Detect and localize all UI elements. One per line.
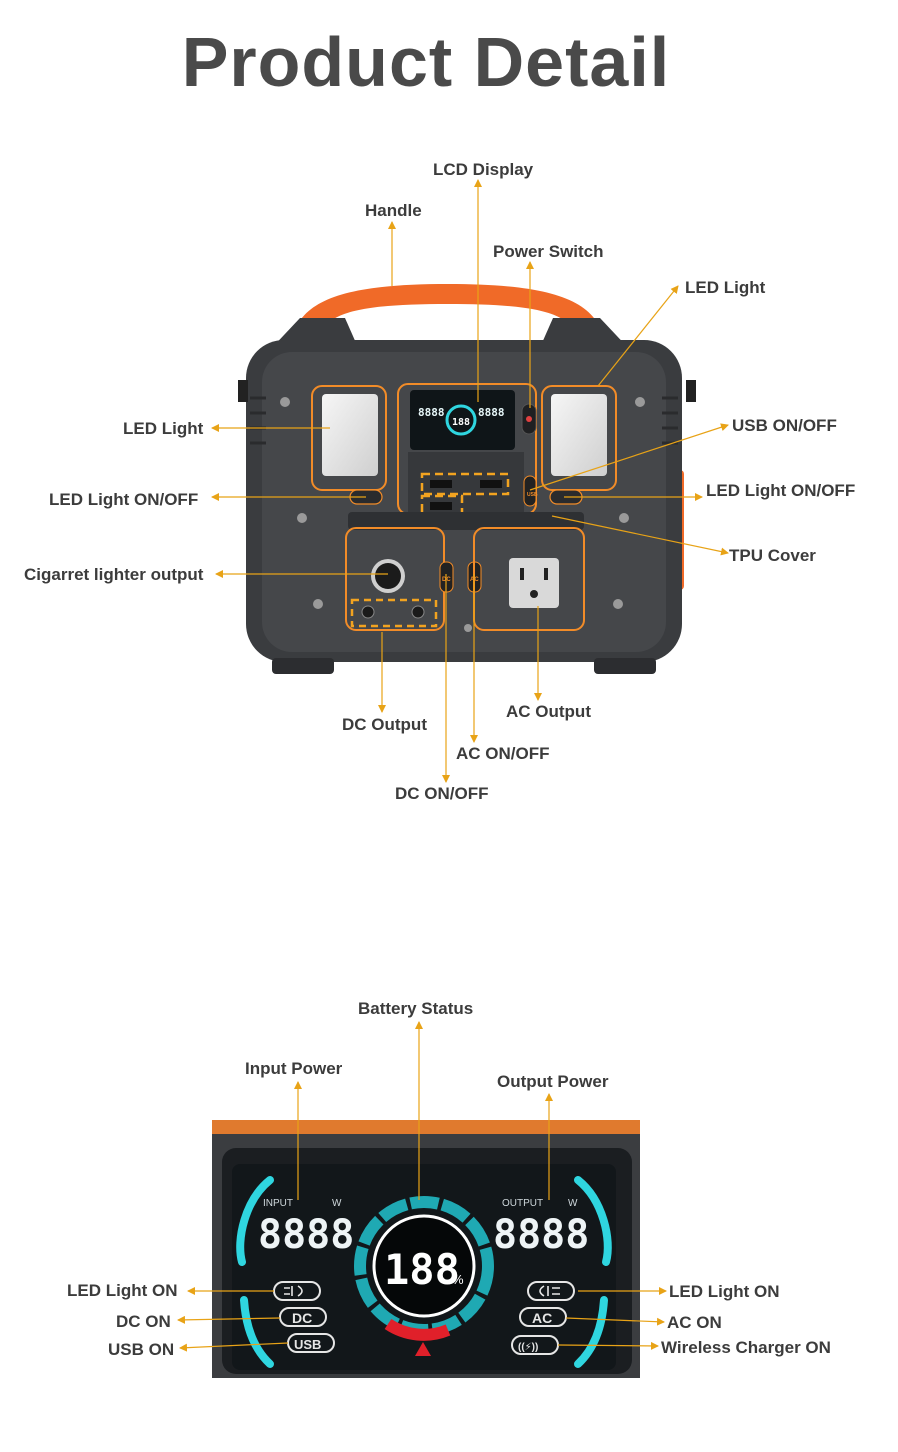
label-input-power: Input Power — [245, 1059, 343, 1078]
lcd-small-left: 8888 — [418, 406, 445, 419]
label-usb-on: USB ON — [108, 1340, 175, 1359]
output-label: OUTPUT — [502, 1198, 543, 1209]
svg-text:((⚡)): ((⚡)) — [518, 1342, 538, 1353]
label-dc-on: DC ON — [116, 1312, 171, 1331]
warning-icon — [415, 1342, 431, 1356]
lcd-small-center: 188 — [452, 417, 470, 428]
label-battery-status: Battery Status — [358, 999, 474, 1018]
page-title: Product Detail — [181, 23, 671, 101]
output-power-value: 8888 — [493, 1212, 589, 1258]
svg-text:DC: DC — [442, 577, 451, 583]
svg-text:AC: AC — [532, 1310, 552, 1326]
battery-value: 188 — [384, 1245, 460, 1294]
tpu-cover — [348, 512, 584, 530]
handle — [292, 284, 604, 340]
label-ac-on: AC ON — [667, 1313, 722, 1332]
label-usb-on-off: USB ON/OFF — [732, 416, 837, 435]
label-power-switch: Power Switch — [493, 242, 604, 261]
output-unit: W — [568, 1198, 578, 1209]
label-ac-output: AC Output — [506, 702, 591, 721]
label-ac-on-off: AC ON/OFF — [456, 744, 550, 763]
label-tpu-cover: TPU Cover — [729, 546, 816, 565]
input-label: INPUT — [263, 1198, 293, 1209]
dc-indicator — [279, 1307, 327, 1327]
label-led-light-on-off-right: LED Light ON/OFF — [706, 481, 856, 500]
svg-text:USB: USB — [527, 492, 538, 498]
ac-indicator — [519, 1307, 567, 1327]
label-cigarette-lighter-output: Cigarret lighter output — [24, 565, 204, 584]
lcd-small-right: 8888 — [478, 406, 505, 419]
usb-button — [523, 475, 537, 507]
callout-lines-bottom — [177, 1021, 667, 1352]
label-dc-output: DC Output — [342, 715, 427, 734]
svg-text:USB: USB — [294, 1337, 321, 1352]
label-led-light-on-left: LED Light ON — [67, 1281, 178, 1300]
label-led-light-left: LED Light — [123, 419, 204, 438]
label-wireless-charger-on: Wireless Charger ON — [661, 1338, 831, 1357]
label-handle: Handle — [365, 201, 422, 220]
callout-lines-top — [211, 179, 729, 783]
label-led-light-top: LED Light — [685, 278, 766, 297]
label-led-light-on-right: LED Light ON — [669, 1282, 780, 1301]
power-station-device: 8888 8888 188 USB DC AC — [238, 284, 696, 674]
label-dc-on-off: DC ON/OFF — [395, 784, 489, 803]
input-unit: W — [332, 1198, 342, 1209]
label-led-light-on-off-left: LED Light ON/OFF — [49, 490, 199, 509]
lcd-display-closeup: INPUT W 8888 OUTPUT W 8888 188 % DC USB … — [212, 1120, 640, 1378]
label-output-power: Output Power — [497, 1072, 609, 1091]
battery-unit: % — [452, 1272, 464, 1287]
svg-text:DC: DC — [292, 1310, 312, 1326]
input-power-value: 8888 — [258, 1212, 354, 1258]
ac-socket — [509, 558, 559, 608]
label-lcd-display: LCD Display — [433, 160, 534, 179]
lcd-display-small — [410, 390, 515, 450]
led-light-indicator-right — [527, 1281, 575, 1301]
